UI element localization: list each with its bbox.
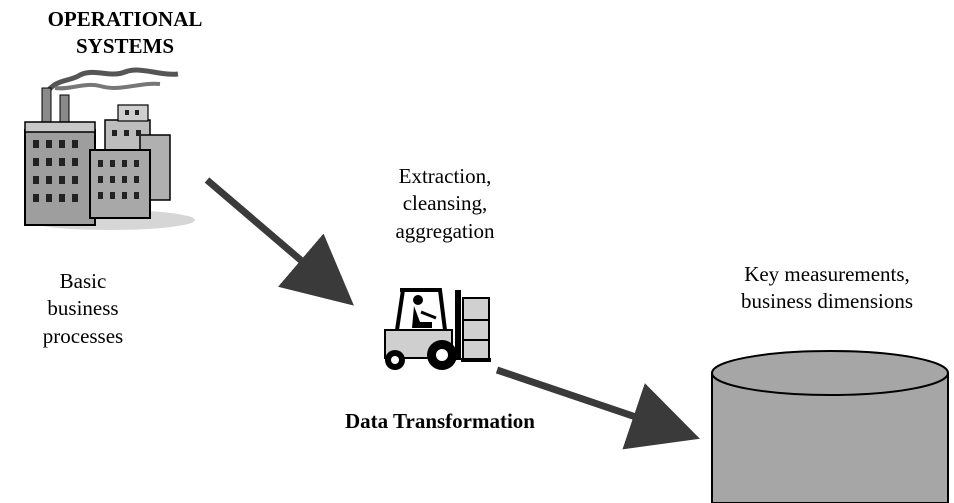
database-cylinder-icon bbox=[711, 350, 949, 503]
caption-line: cleansing, bbox=[402, 191, 488, 216]
factory-icon bbox=[24, 67, 195, 230]
flow-arrow-load bbox=[495, 366, 700, 450]
data-transformation-title: Data Transformation bbox=[345, 409, 535, 433]
caption-line: Basic bbox=[59, 269, 107, 293]
caption-line: processes bbox=[42, 323, 124, 348]
title-line-2: SYSTEMS bbox=[75, 34, 175, 59]
flow-arrow-extract bbox=[204, 177, 354, 306]
caption-line: Extraction, bbox=[398, 164, 492, 188]
basic-processes-caption: Basic business processes bbox=[18, 268, 148, 350]
forklift-icon bbox=[384, 288, 491, 370]
caption-line: business dimensions bbox=[740, 289, 914, 314]
caption-line: aggregation bbox=[395, 218, 495, 243]
operational-systems-title: OPERATIONAL SYSTEMS bbox=[0, 6, 250, 61]
key-measurements-caption: Key measurements, business dimensions bbox=[700, 261, 954, 316]
caption-line: Key measurements, bbox=[744, 262, 910, 286]
caption-line: business bbox=[47, 296, 119, 321]
title-line-1: OPERATIONAL bbox=[47, 7, 203, 31]
extraction-caption: Extraction, cleansing, aggregation bbox=[355, 163, 535, 245]
